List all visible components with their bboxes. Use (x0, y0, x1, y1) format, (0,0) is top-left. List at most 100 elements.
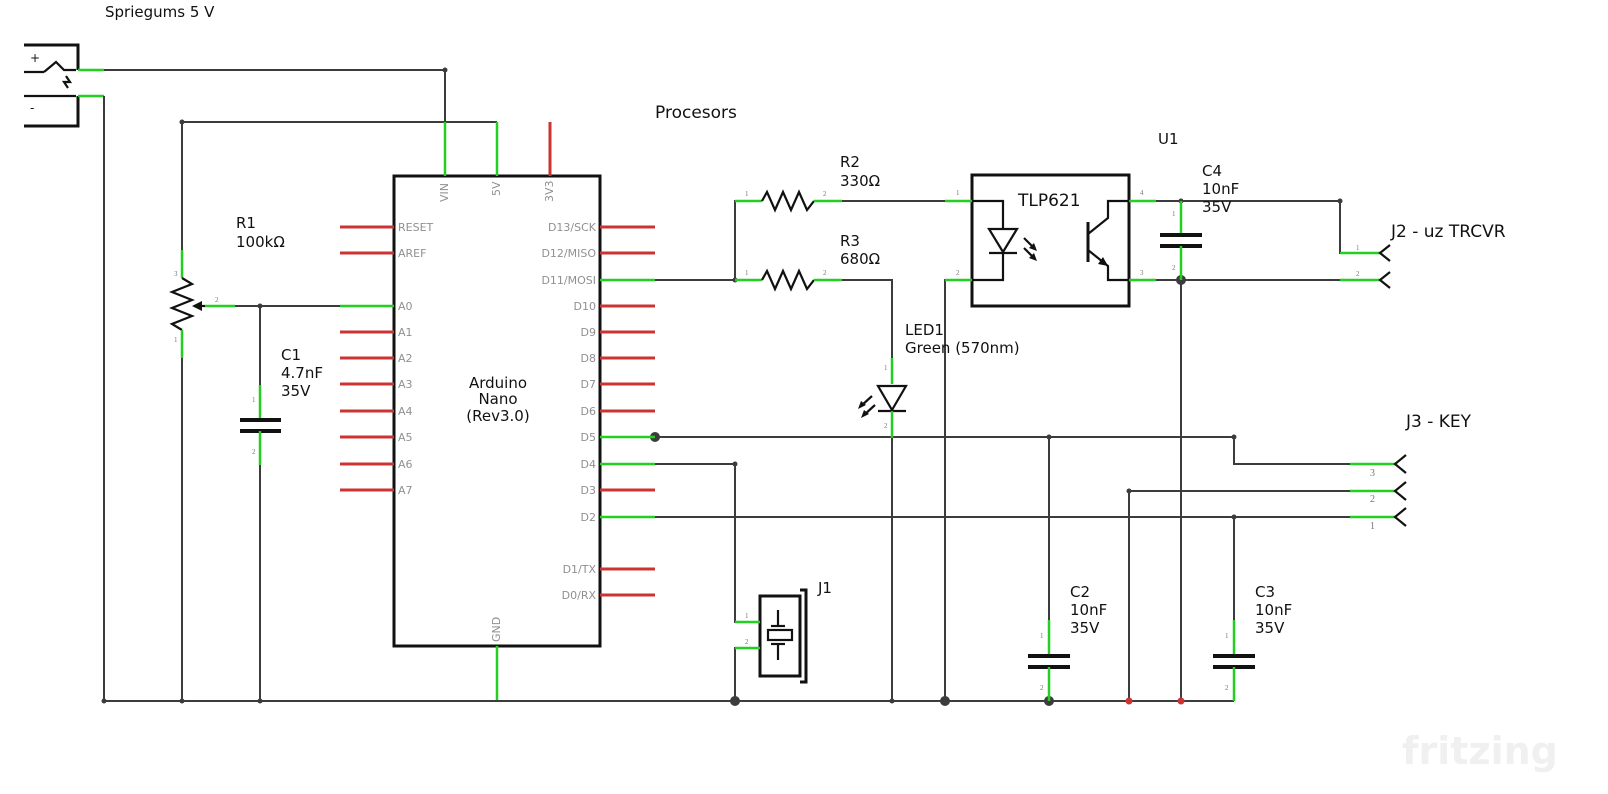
pin-label-a4: A4 (398, 405, 413, 418)
pin-label-d6: D6 (581, 405, 596, 418)
pin-label-a7: A7 (398, 484, 413, 497)
pin-label-d4: D4 (581, 458, 596, 471)
r2-value: 330Ω (840, 172, 880, 190)
r1-pin-2: 2 (215, 296, 219, 304)
c4-pin-2: 2 (1172, 264, 1176, 272)
pin-label-d2: D2 (581, 511, 596, 524)
r3-name: R3 (840, 232, 860, 250)
power-jack: Spriegums 5 V + - (24, 3, 215, 128)
minus-mark: - (30, 101, 34, 115)
j3-pin-1: 1 (1370, 521, 1375, 532)
pin-label-d8: D8 (581, 352, 596, 365)
c2-pin-2: 2 (1040, 684, 1044, 692)
pin-label-d10: D10 (574, 300, 596, 313)
pin-label-a6: A6 (398, 458, 413, 471)
j1-pin-1: 1 (745, 612, 749, 620)
c2-value: 10nF (1070, 601, 1107, 619)
pin-label-d12: D12/MISO (541, 247, 596, 260)
c3-voltage: 35V (1255, 619, 1285, 637)
pin-label-d5: D5 (581, 431, 596, 444)
pin-label-a3: A3 (398, 378, 413, 391)
fritzing-watermark: fritzing (1402, 729, 1558, 773)
resistor-r2: R2 330Ω 1 2 (735, 153, 880, 213)
r1-pin-1: 1 (174, 336, 178, 344)
j3-pin-3: 3 (1370, 468, 1375, 479)
capacitor-c1: C1 4.7nF 35V 1 2 (240, 346, 323, 465)
resistor-r3: R3 680Ω 1 2 (735, 232, 880, 292)
c1-name: C1 (281, 346, 301, 364)
led1-name: LED1 (905, 321, 944, 339)
c3-value: 10nF (1255, 601, 1292, 619)
capacitor-c2: C2 10nF 35V 1 2 (1028, 583, 1107, 701)
u1-part: TLP621 (1017, 191, 1081, 211)
pin-label-d7: D7 (581, 378, 596, 391)
c1-pin-2: 2 (252, 448, 256, 456)
pin-label-d11: D11/MOSI (541, 274, 596, 287)
pin-label-a0: A0 (398, 300, 413, 313)
c3-name: C3 (1255, 583, 1275, 601)
r2-pin-2: 2 (823, 190, 827, 198)
j2-name: J2 - uz TRCVR (1390, 222, 1506, 242)
u1-pin-1: 1 (956, 189, 960, 197)
r1-pin-3: 3 (174, 270, 178, 278)
j3-pin-2: 2 (1370, 494, 1375, 505)
c4-value: 10nF (1202, 180, 1239, 198)
c1-pin-1: 1 (252, 396, 256, 404)
u1-pin-3: 3 (1140, 269, 1144, 277)
r1-name: R1 (236, 214, 256, 232)
led1-pin-2: 2 (884, 422, 888, 430)
c2-name: C2 (1070, 583, 1090, 601)
potentiometer-r1: R1 100kΩ 3 1 2 (169, 214, 285, 358)
led-led1: LED1 Green (570nm) 1 2 (858, 321, 1020, 438)
pin-label-gnd: GND (490, 617, 503, 642)
c1-value: 4.7nF (281, 364, 323, 382)
pin-label-d13: D13/SCK (548, 221, 597, 234)
pin-label-d3: D3 (581, 484, 596, 497)
r3-pin-1: 1 (745, 269, 749, 277)
connector-j2: J2 - uz TRCVR 1 2 (1340, 222, 1506, 289)
led1-pin-1: 1 (884, 364, 888, 372)
c4-pin-1: 1 (1172, 210, 1176, 218)
c4-name: C4 (1202, 162, 1222, 180)
buzzer-j1: J1 1 2 (735, 579, 832, 684)
u1-name: U1 (1158, 130, 1179, 148)
power-title: Spriegums 5 V (105, 3, 215, 21)
c2-voltage: 35V (1070, 619, 1100, 637)
pin-label-3v3: 3V3 (543, 180, 556, 202)
pin-label-vin: VIN (438, 183, 451, 202)
r3-value: 680Ω (840, 250, 880, 268)
pin-label-5v: 5V (490, 181, 503, 196)
arduino-name-line-3: (Rev3.0) (466, 407, 529, 425)
r2-name: R2 (840, 153, 860, 171)
c4-voltage: 35V (1202, 198, 1232, 216)
connector-j3: J3 - KEY 3 2 1 (1350, 412, 1472, 532)
pin-label-a2: A2 (398, 352, 413, 365)
u1-pin-4: 4 (1140, 189, 1144, 197)
j2-pin-2: 2 (1356, 270, 1360, 278)
arduino-name-line-2: Nano (478, 390, 517, 408)
j1-pin-2: 2 (745, 638, 749, 646)
capacitor-c3: C3 10nF 35V 1 2 (1213, 583, 1292, 701)
processor-title: Procesors (655, 103, 737, 123)
u1-pin-2: 2 (956, 269, 960, 277)
c1-voltage: 35V (281, 382, 311, 400)
capacitor-c4: C4 10nF 35V 1 2 (1160, 162, 1239, 280)
plus-mark: + (30, 51, 40, 65)
pin-label-d9: D9 (581, 326, 596, 339)
pin-label-aref: AREF (398, 247, 426, 260)
optocoupler-u1: U1 TLP621 1 2 4 3 (945, 130, 1179, 308)
pin-label-reset: RESET (398, 221, 434, 234)
arduino-name-line-1: Arduino (469, 374, 527, 392)
j3-name: J3 - KEY (1405, 412, 1472, 432)
pin-label-d0: D0/RX (562, 589, 597, 602)
c3-pin-2: 2 (1225, 684, 1229, 692)
led1-value: Green (570nm) (905, 339, 1020, 357)
arduino-nano: Procesors Arduino Nano (Rev3.0) VIN 5V 3… (340, 103, 737, 700)
c2-pin-1: 1 (1040, 632, 1044, 640)
c3-pin-1: 1 (1225, 632, 1229, 640)
r3-pin-2: 2 (823, 269, 827, 277)
pin-label-a1: A1 (398, 326, 413, 339)
r2-pin-1: 1 (745, 190, 749, 198)
pin-label-a5: A5 (398, 431, 413, 444)
